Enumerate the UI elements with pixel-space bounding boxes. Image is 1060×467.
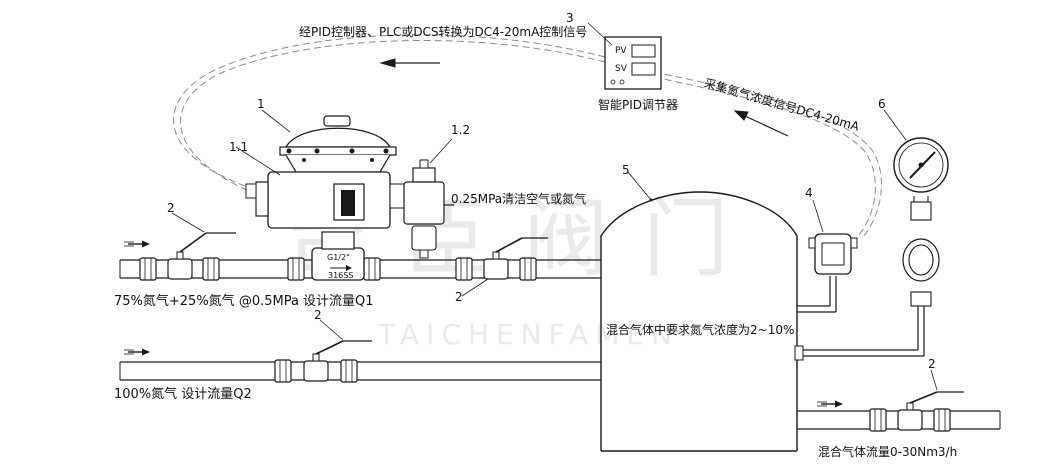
pid-controller xyxy=(604,36,662,90)
signal-arrow-up-left xyxy=(733,110,789,137)
callout-6: 6 xyxy=(878,97,886,111)
acquisition-signal-cable xyxy=(653,71,882,239)
inlet-1-label: 75%氮气+25%氮气 @0.5MPa 设计流量Q1 xyxy=(114,294,374,309)
control-valve-body xyxy=(311,231,365,281)
callout-5: 5 xyxy=(622,163,630,177)
gas-transmitter xyxy=(797,233,858,313)
air-supply-label: 0.25MPa清洁空气或氮气 xyxy=(451,192,587,206)
callout-2-top-right: 2 xyxy=(455,290,463,304)
callout-1-1: 1.1 xyxy=(229,140,249,154)
callout-4: 4 xyxy=(805,186,813,200)
pid-sv-label: SV xyxy=(615,64,627,74)
valve-size-label: G1/2" xyxy=(327,253,350,262)
signal-arrow-left xyxy=(379,58,440,68)
valve-positioner xyxy=(245,171,405,229)
filter-regulator xyxy=(403,159,454,259)
pressure-gauge xyxy=(794,137,949,361)
tank-requirement-label: 混合气体中要求氮气浓度为2~10% xyxy=(606,323,795,337)
pid-controller-label: 智能PID调节器 xyxy=(598,98,679,112)
callout-2-top-left: 2 xyxy=(167,201,175,215)
watermark-subtext: TAICHENFAMEN xyxy=(378,318,680,351)
pid-pv-label: PV xyxy=(615,46,627,56)
valve-material-label: 316SS xyxy=(328,271,354,280)
callout-2-outlet: 2 xyxy=(928,357,936,371)
callout-2-middle: 2 xyxy=(314,308,322,322)
inlet-2-label: 100%氮气 设计流量Q2 xyxy=(114,387,252,402)
inlet-pipe-2 xyxy=(119,340,601,383)
callout-1-2: 1.2 xyxy=(451,123,471,137)
control-signal-label: 经PID控制器、PLC或DCS转换为DC4-20mA控制信号 xyxy=(299,25,588,39)
mixing-tank xyxy=(600,191,798,452)
callout-3: 3 xyxy=(566,11,574,25)
pneumatic-actuator xyxy=(279,115,397,173)
outlet-pipe xyxy=(797,391,1001,432)
control-signal-cable xyxy=(173,34,606,192)
outlet-label: 混合气体流量0-30Nm3/h xyxy=(818,445,958,459)
callout-1: 1 xyxy=(257,97,265,111)
